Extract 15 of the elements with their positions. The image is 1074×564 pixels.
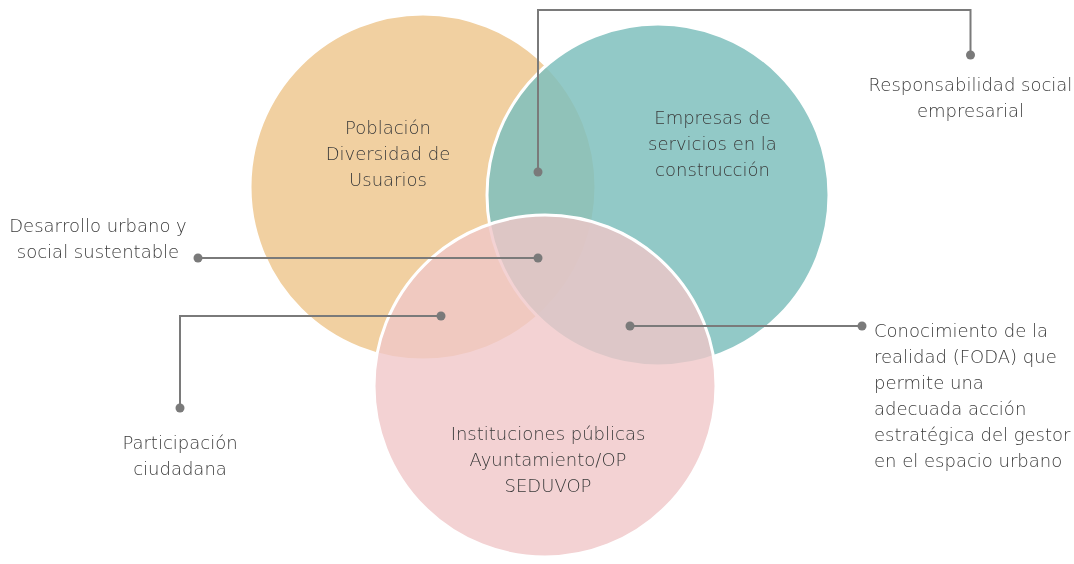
venn-circle xyxy=(372,213,718,559)
leader-line xyxy=(533,9,975,177)
circle-title: Instituciones públicas xyxy=(449,422,647,446)
callout-text: Conocimiento de la realidad (FODA) que permite una adecuada acción estratégica del gestor en el espacio urbano xyxy=(874,319,1072,473)
callout-text: Desarrollo urbano y social sustentable xyxy=(8,214,188,264)
circle-title: Empresas de servicios en la construcción xyxy=(647,106,778,182)
circle-text: Ayuntamiento/OP xyxy=(468,448,628,472)
leader-line xyxy=(625,321,867,331)
circle-text: SEDUVOP xyxy=(503,474,593,498)
circle-title: Población xyxy=(344,116,432,140)
callout-text: Participación ciudadana xyxy=(121,431,239,481)
circle-text: Diversidad de Usuarios xyxy=(324,142,452,192)
leader-line xyxy=(193,253,543,263)
callout-text: Responsabilidad social empresarial xyxy=(868,73,1073,123)
leader-line xyxy=(175,311,446,413)
